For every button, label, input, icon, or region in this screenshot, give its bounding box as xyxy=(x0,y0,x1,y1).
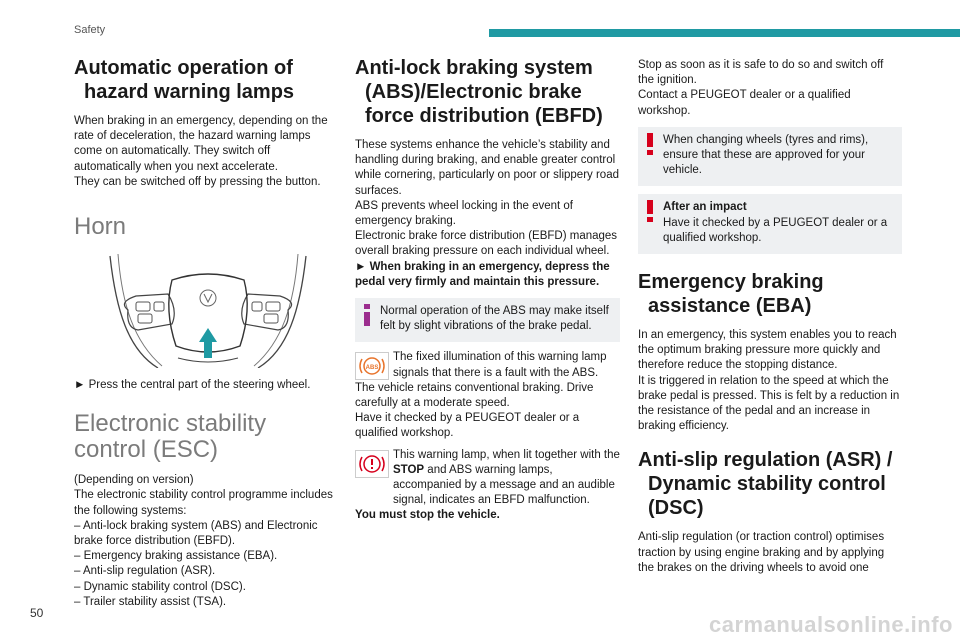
list-item: – Trailer stability assist (TSA). xyxy=(74,595,227,608)
wheels-warning-note: When changing wheels (tyres and rims), e… xyxy=(638,126,902,187)
abs-lamp-paragraph-2: The vehicle retains conventional braking… xyxy=(355,381,594,410)
esc-paragraph-1: (Depending on version) xyxy=(74,474,194,487)
impact-text: Have it checked by a PEUGEOT dealer or a… xyxy=(663,216,888,244)
column-1: Automatic operation of hazard warning la… xyxy=(74,56,336,610)
header-accent-bar xyxy=(489,29,960,37)
asr-paragraph-1: Anti-slip regulation (or traction contro… xyxy=(638,531,885,574)
stop-paragraph-2: Contact a PEUGEOT dealer or a qualified … xyxy=(638,89,851,117)
list-item: – Anti-lock braking system (ABS) and Ele… xyxy=(74,519,318,548)
impact-warning-note: After an impact Have it checked by a PEU… xyxy=(638,194,902,255)
eba-paragraph-2: It is triggered in relation to the speed… xyxy=(638,374,900,433)
ebfd-stop-instruction: You must stop the vehicle. xyxy=(355,509,500,522)
ebfd-lamp-text: This warning lamp, when lit together wit… xyxy=(355,448,620,509)
esc-paragraph-2: The electronic stability control program… xyxy=(74,489,333,517)
column-3: Stop as soon as it is safe to do so and … xyxy=(638,58,902,576)
svg-text:ABS: ABS xyxy=(366,365,379,371)
page-number: 50 xyxy=(30,606,44,620)
list-item: – Emergency braking assistance (EBA). xyxy=(74,550,278,563)
horn-heading: Horn xyxy=(74,213,127,241)
esc-system-list: – Anti-lock braking system (ABS) and Ele… xyxy=(74,519,336,610)
info-icon xyxy=(363,304,371,331)
wheels-warning-text: When changing wheels (tyres and rims), e… xyxy=(663,133,869,177)
abs-lamp-text: The fixed illumination of this warning l… xyxy=(393,351,607,379)
warning-exclamation-icon xyxy=(646,200,654,227)
abs-paragraph-2: ABS prevents wheel locking in the event … xyxy=(355,199,573,228)
column-2: Anti-lock braking system (ABS)/Electroni… xyxy=(355,56,620,524)
abs-heading: Anti-lock braking system (ABS)/Electroni… xyxy=(355,57,603,127)
abs-paragraph-1: These systems enhance the vehicle’s stab… xyxy=(355,139,619,197)
abs-instruction: ► When braking in an emergency, depress … xyxy=(355,260,610,288)
abs-info-note: Normal operation of the ABS may make its… xyxy=(355,298,620,343)
esc-heading: Electronic stability control (ESC) xyxy=(74,410,267,464)
eba-heading: Emergency braking assistance (EBA) xyxy=(638,271,824,318)
eba-paragraph-1: In an emergency, this system enables you… xyxy=(638,329,897,372)
header-section-label: Safety xyxy=(74,24,106,36)
abs-lamp-block: ABS The fixed illumination of this warni… xyxy=(355,350,620,441)
warning-exclamation-icon xyxy=(646,132,654,160)
list-item: – Dynamic stability control (DSC). xyxy=(74,580,246,593)
ebfd-text-a: This warning lamp, when lit together wit… xyxy=(393,448,620,461)
ebfd-text-b: and ABS warning lamps, accompanied by a … xyxy=(393,463,615,507)
steering-wheel-illustration xyxy=(108,250,308,369)
ebfd-stop-word: STOP xyxy=(393,463,425,476)
hazard-paragraph-2: They can be switched off by pressing the… xyxy=(74,175,321,188)
abs-paragraph-3: Electronic brake force distribution (EBF… xyxy=(355,230,618,258)
abs-lamp-paragraph-3: Have it checked by a PEUGEOT dealer or a… xyxy=(355,412,580,440)
abs-note-text: Normal operation of the ABS may make its… xyxy=(380,305,609,333)
asr-heading: Anti-slip regulation (ASR) / Dynamic sta… xyxy=(638,449,893,520)
impact-title: After an impact xyxy=(663,201,747,214)
watermark: carmanualsonline.info xyxy=(709,612,953,637)
stop-paragraph-1: Stop as soon as it is safe to do so and … xyxy=(638,59,884,87)
hazard-lamps-heading: Automatic operation of hazard warning la… xyxy=(74,57,295,103)
list-item: – Anti-slip regulation (ASR). xyxy=(74,565,216,578)
horn-instruction: ► Press the central part of the steering… xyxy=(74,379,311,392)
hazard-paragraph-1: When braking in an emergency, depending … xyxy=(74,115,328,173)
ebfd-warning-lamp-icon xyxy=(355,449,389,478)
ebfd-lamp-block: This warning lamp, when lit together wit… xyxy=(355,448,620,524)
abs-warning-lamp-icon: ABS xyxy=(355,352,389,381)
